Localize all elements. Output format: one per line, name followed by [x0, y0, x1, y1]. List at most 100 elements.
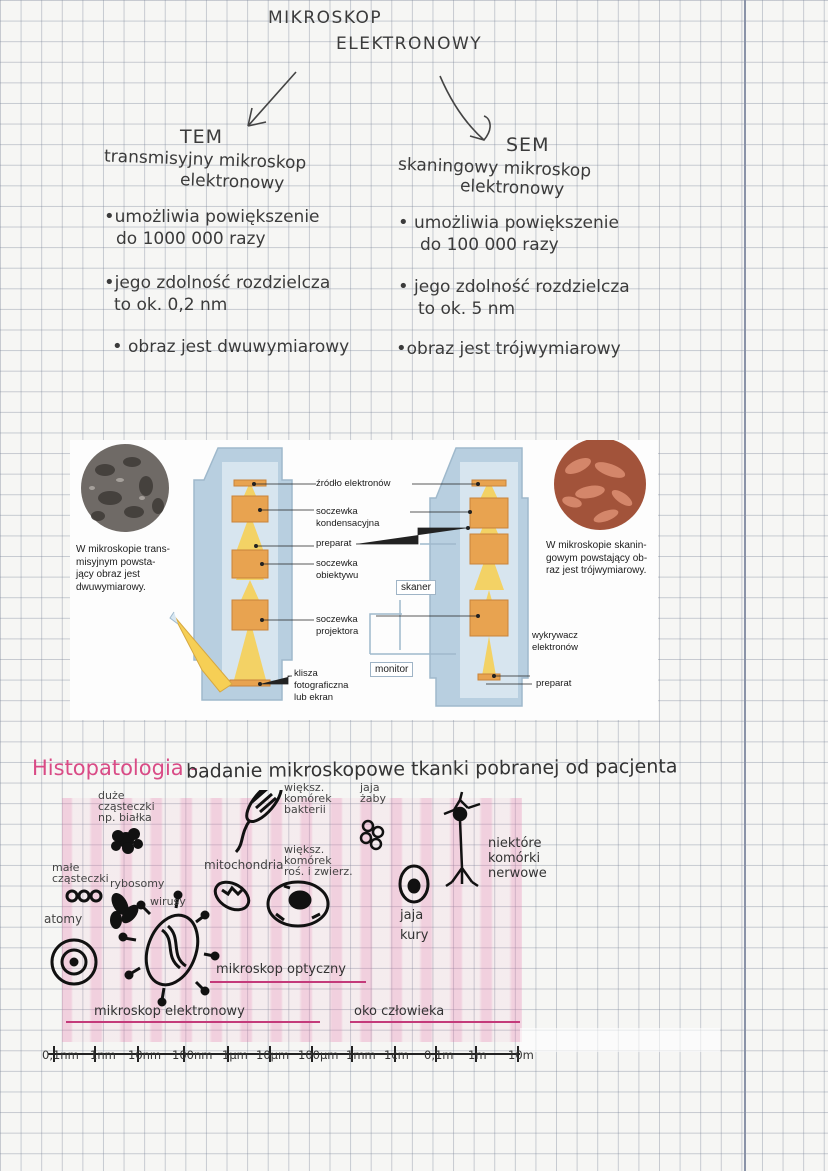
ribosome: [110, 893, 139, 929]
label-cells-line3: roś. i zwierz.: [284, 865, 353, 878]
tem-bullet-2-line2: to ok. 0,2 nm: [114, 295, 228, 315]
tem-bullet-3: • obraz jest dwuwymiarowy: [112, 336, 350, 357]
scale-tick: 10nm: [128, 1048, 162, 1062]
label-detector-line1: wykrywacz: [532, 630, 578, 641]
label-nerve-cells-line1: niektóre: [488, 836, 542, 851]
label-nerve-cells-line3: nerwowe: [488, 866, 547, 881]
label-cells-line1: większ.: [284, 843, 325, 856]
virus: [118, 890, 220, 1007]
page-title-line1: MIKROSKOP: [268, 8, 383, 28]
label-small-molecules-line2: cząsteczki: [52, 872, 109, 885]
scale-tick: 1m: [468, 1048, 487, 1062]
scale-tick: 0,1m: [424, 1048, 454, 1062]
range-lines: [48, 981, 520, 1062]
label-small-molecules: małe cząsteczki: [52, 862, 109, 884]
label-viruses: wirusy: [150, 895, 186, 908]
small-molecules: [65, 889, 103, 903]
label-condenser-line1: soczewka: [316, 506, 358, 517]
label-large-molecules: duże cząsteczki np. białka: [98, 790, 155, 823]
label-nerve-cells: niektóre komórki nerwowe: [488, 836, 547, 881]
label-cells-line2: komórek: [284, 854, 332, 867]
tem-bullet-3-line1: obraz jest dwuwymiarowy: [128, 337, 350, 357]
title-arrows: [247, 71, 491, 142]
label-frog-eggs-line2: żaby: [360, 792, 387, 805]
scale-tick: 1mm: [346, 1048, 376, 1062]
sem-bullet-3: •obraz jest trójwymiarowy: [396, 338, 621, 359]
label-objective-lens: soczewka obiektywu: [316, 558, 358, 582]
label-condenser-lens: soczewka kondensacyjna: [316, 506, 379, 530]
page-title-line2: ELEKTRONOWY: [336, 34, 483, 54]
hen-egg: [398, 864, 430, 904]
label-nerve-cells-line2: komórki: [488, 851, 541, 866]
label-electron-source: źródło elektronów: [316, 478, 391, 489]
label-hen-egg: jaja kury: [400, 906, 428, 946]
sem-name-line2: elektronowy: [459, 176, 565, 200]
mitochondrion: [213, 880, 251, 912]
sem-bullet-1-line2: do 100 000 razy: [420, 235, 559, 255]
sem-bullet-3-line1: obraz jest trójwymiarowy: [406, 339, 621, 359]
cell: [266, 880, 330, 928]
sem-caption-line1: W mikroskopie skanin-: [546, 540, 647, 551]
scanner-box: skaner: [396, 580, 437, 595]
label-detector-line2: elektronów: [532, 642, 578, 653]
page-margin-line: [744, 0, 746, 1171]
label-frog-eggs: jaja żaby: [360, 782, 386, 804]
atom: [50, 938, 98, 986]
range-electron-microscope: mikroskop elektronowy: [94, 1004, 245, 1019]
size-objects-drawing: [50, 790, 481, 1007]
tem-bullet-1-line2: do 1000 000 razy: [116, 229, 266, 249]
label-bacteria-line1: większ.: [284, 781, 325, 794]
histopathology-term: Histopatologia -: [32, 756, 198, 780]
scale-tick: 1cm: [384, 1048, 409, 1062]
protein-blob: [111, 828, 143, 854]
microscope-figure: W mikroskopie trans- misyjnym powsta- ją…: [70, 440, 658, 720]
label-photo-plate: klisza fotograficzna lub ekran: [294, 668, 348, 704]
scale-tick: 1µm: [222, 1048, 248, 1062]
tem-abbr: TEM: [180, 126, 224, 148]
sem-bullet-1-line1: umożliwia powiększenie: [414, 213, 619, 233]
label-plate-line2: fotograficzna: [294, 680, 349, 691]
label-specimen: preparat: [316, 538, 352, 549]
sem-abbr: SEM: [506, 134, 550, 156]
scan-artifact: [520, 1028, 720, 1052]
sem-figure-caption: W mikroskopie skanin- gowym powstający o…: [546, 540, 647, 578]
neuron: [443, 791, 481, 888]
label-large-molecules-line2: cząsteczki: [98, 800, 155, 813]
histopathology-definition: badanie mikroskopowe tkanki pobranej od …: [185, 755, 678, 783]
label-objective-line1: soczewka: [316, 558, 358, 569]
sem-caption-line3: raz jest trójwymiarowy.: [546, 565, 647, 576]
tem-caption-line1: W mikroskopie trans-: [76, 544, 170, 555]
tem-caption-line4: dwuwymiarowy.: [76, 581, 146, 593]
label-cells: większ. komórek roś. i zwierz.: [284, 844, 353, 877]
sem-bullet-2-line1: jego zdolność rozdzielcza: [414, 277, 630, 297]
label-projector-line2: projektora: [316, 626, 359, 637]
label-large-molecules-line1: duże: [98, 789, 125, 802]
bacterium: [234, 790, 283, 854]
sem-bullet-2-line2: to ok. 5 nm: [418, 299, 516, 319]
microscope-diagram: [81, 440, 646, 707]
label-plate-line1: klisza: [294, 668, 318, 679]
tem-caption-line3: jący obraz jest: [76, 569, 140, 580]
label-hen-egg-line2: kury: [400, 928, 429, 943]
sem-caption-line2: gowym powstający ob-: [546, 552, 648, 564]
label-atoms: atomy: [44, 912, 83, 926]
label-plate-line3: lub ekran: [294, 692, 334, 703]
arrow-to-sem: [439, 75, 491, 142]
scale-tick: 100nm: [172, 1048, 213, 1062]
label-projector-lens: soczewka projektora: [316, 614, 358, 638]
label-small-molecules-line1: małe: [52, 861, 80, 874]
frog-eggs: [359, 819, 385, 851]
tem-name-line2: elektronowy: [179, 170, 285, 194]
tem-bullet-1-line1: umożliwia powiększenie: [114, 207, 320, 227]
range-optical-microscope: mikroskop optyczny: [216, 962, 346, 977]
sem-bullet-1: • umożliwia powiększenie do 100 000 razy: [398, 212, 619, 255]
label-hen-egg-line1: jaja: [400, 908, 424, 923]
label-projector-line1: soczewka: [316, 614, 358, 625]
scale-tick: 0,1nm: [42, 1048, 79, 1062]
scale-tick: 10m: [508, 1048, 534, 1062]
label-bacteria-line2: komórek: [284, 792, 332, 805]
tem-bullet-2: •jego zdolność rozdzielcza to ok. 0,2 nm: [104, 272, 331, 315]
label-frog-eggs-line1: jaja: [360, 781, 380, 794]
label-ribosomes: rybosomy: [110, 877, 165, 890]
arrow-to-tem: [247, 71, 297, 127]
